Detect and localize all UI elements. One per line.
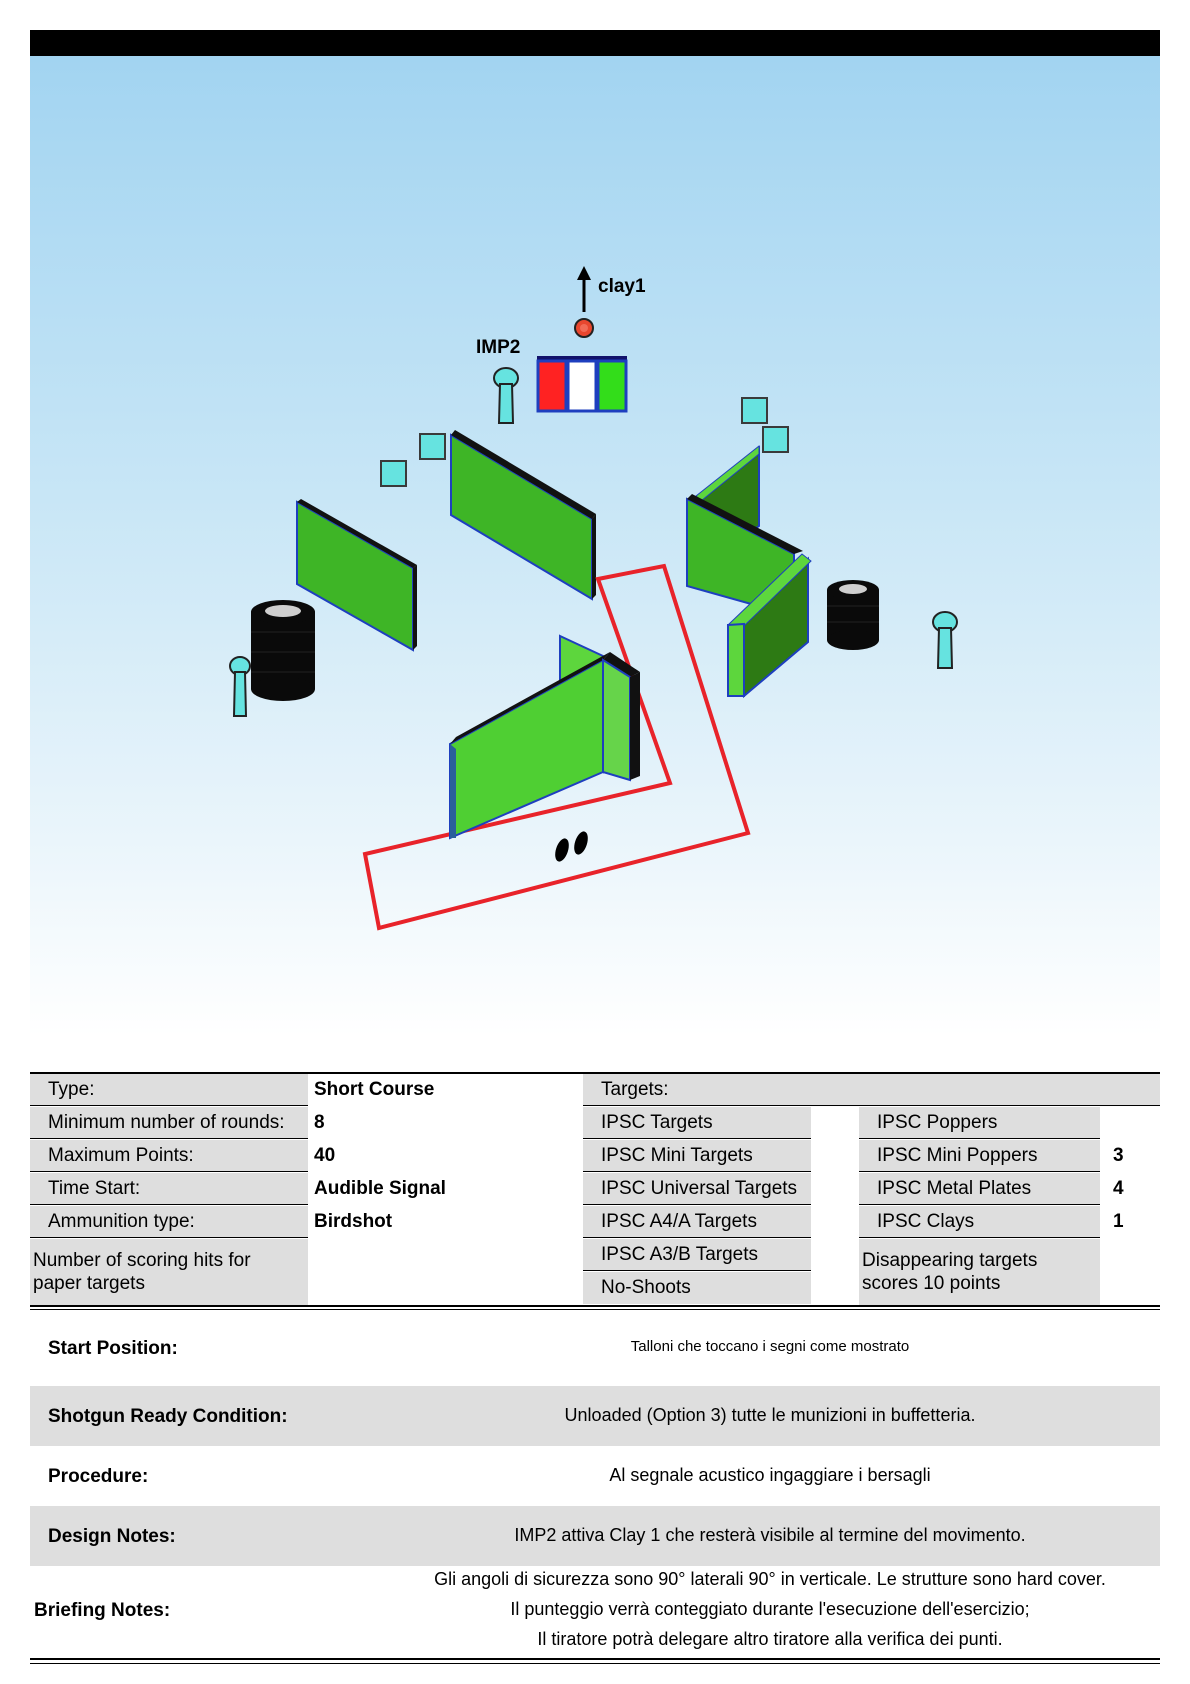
design-notes-label: Design Notes: — [48, 1526, 176, 1547]
row-sep — [30, 1204, 308, 1205]
ipsc-a4-targets-label: IPSC A4/A Targets — [583, 1206, 811, 1238]
briefing-notes-row: Briefing Notes: Gli angoli di sicurezza … — [30, 1566, 1160, 1656]
ipsc-mini-poppers-label: IPSC Mini Poppers — [859, 1140, 1100, 1172]
no-shoots-label: No-Shoots — [583, 1272, 811, 1304]
ready-condition-label: Shotgun Ready Condition: — [48, 1406, 288, 1427]
stage-drawing: clay1 IMP2 — [229, 266, 958, 931]
row-sep — [859, 1204, 1100, 1205]
table-bottom-rule — [30, 1305, 1160, 1307]
metal-plate-3 — [741, 397, 768, 424]
activator-target — [536, 356, 628, 413]
imp2-label: IMP2 — [476, 337, 520, 358]
metal-plate-2 — [380, 460, 407, 487]
bottom-rule-2 — [30, 1663, 1160, 1664]
start-position-marks — [555, 831, 588, 862]
row-sep — [30, 1237, 308, 1238]
tire-stack-right — [827, 580, 879, 650]
targets-header: Targets: — [583, 1074, 1160, 1106]
fault-line — [362, 563, 751, 931]
ipsc-poppers-label: IPSC Poppers — [859, 1107, 1100, 1139]
ipsc-a3-targets-label: IPSC A3/B Targets — [583, 1239, 811, 1271]
row-sep — [30, 1171, 308, 1172]
clay-label: clay1 — [598, 276, 646, 297]
ipsc-metal-plates-label: IPSC Metal Plates — [859, 1173, 1100, 1205]
max-points-value: 40 — [314, 1145, 336, 1166]
briefing-line-1: Gli angoli di sicurezza sono 90° lateral… — [434, 1569, 1106, 1589]
ipsc-clays-label: IPSC Clays — [859, 1206, 1100, 1238]
briefing-line-2: Il punteggio verrà conteggiato durante l… — [510, 1599, 1030, 1619]
ipsc-metal-plates-count: 4 — [1113, 1178, 1124, 1199]
ammo-label: Ammunition type: — [30, 1206, 308, 1238]
design-notes-value: IMP2 attiva Clay 1 che resterà visibile … — [514, 1525, 1026, 1545]
ipsc-clays-count: 1 — [1113, 1211, 1124, 1232]
mini-popper-top — [493, 367, 519, 424]
min-rounds-value: 8 — [314, 1112, 325, 1133]
row-sep — [583, 1171, 811, 1172]
row-sep — [859, 1237, 1100, 1238]
wall-left — [296, 499, 417, 652]
bottom-rule — [30, 1658, 1160, 1660]
ready-condition-value: Unloaded (Option 3) tutte le munizioni i… — [564, 1405, 976, 1425]
briefing-line-3: Il tiratore potrà delegare altro tirator… — [537, 1629, 1003, 1649]
start-position-label: Start Position: — [48, 1338, 178, 1359]
disappearing-targets-note: Disappearing targets scores 10 points — [859, 1239, 1100, 1305]
wall-center — [449, 634, 640, 840]
procedure-label: Procedure: — [48, 1466, 149, 1487]
table-bottom-rule-2 — [30, 1309, 1160, 1310]
min-rounds-label: Minimum number of rounds: — [30, 1107, 308, 1139]
row-sep — [583, 1270, 811, 1271]
ipsc-mini-targets-label: IPSC Mini Targets — [583, 1140, 811, 1172]
stage-diagram: clay1 IMP2 — [30, 56, 1160, 1036]
time-start-label: Time Start: — [30, 1173, 308, 1205]
wall-top-center — [450, 430, 596, 601]
ipsc-mini-poppers-count: 3 — [1113, 1145, 1124, 1166]
ipsc-universal-targets-label: IPSC Universal Targets — [583, 1173, 811, 1205]
type-label: Type: — [30, 1074, 308, 1106]
mini-popper-right — [932, 611, 958, 669]
metal-plate-1 — [419, 433, 446, 460]
metal-plate-4 — [762, 426, 789, 453]
type-value: Short Course — [314, 1079, 435, 1100]
design-notes-row: Design Notes: IMP2 attiva Clay 1 che res… — [30, 1506, 1160, 1566]
mini-popper-left — [229, 656, 251, 717]
start-position-row: Start Position: Talloni che toccano i se… — [30, 1318, 1160, 1380]
header-bar — [30, 30, 1160, 56]
procedure-value: Al segnale acustico ingaggiare i bersagl… — [609, 1465, 931, 1485]
row-sep — [583, 1105, 1160, 1106]
start-position-value: Talloni che toccano i segni come mostrat… — [630, 1338, 910, 1355]
row-sep — [583, 1204, 811, 1205]
row-sep — [583, 1138, 811, 1139]
table-top-rule — [30, 1072, 1160, 1074]
ipsc-targets-label: IPSC Targets — [583, 1107, 811, 1139]
scoring-hits-label: Number of scoring hits for paper targets — [30, 1239, 308, 1305]
row-sep — [30, 1105, 308, 1106]
row-sep — [859, 1138, 1100, 1139]
tire-stack-left — [251, 600, 315, 701]
max-points-label: Maximum Points: — [30, 1140, 308, 1172]
time-start-value: Audible Signal — [314, 1178, 446, 1199]
row-sep — [30, 1138, 308, 1139]
row-sep — [859, 1171, 1100, 1172]
procedure-row: Procedure: Al segnale acustico ingaggiar… — [30, 1446, 1160, 1506]
row-sep — [583, 1237, 811, 1238]
ammo-value: Birdshot — [314, 1211, 393, 1232]
stage-info-table: Type: Short Course Minimum number of rou… — [30, 1072, 1160, 1310]
wall-right — [686, 444, 812, 699]
briefing-notes-label: Briefing Notes: — [34, 1600, 171, 1621]
ready-condition-row: Shotgun Ready Condition: Unloaded (Optio… — [30, 1386, 1160, 1446]
clay-target: clay1 — [574, 266, 646, 338]
